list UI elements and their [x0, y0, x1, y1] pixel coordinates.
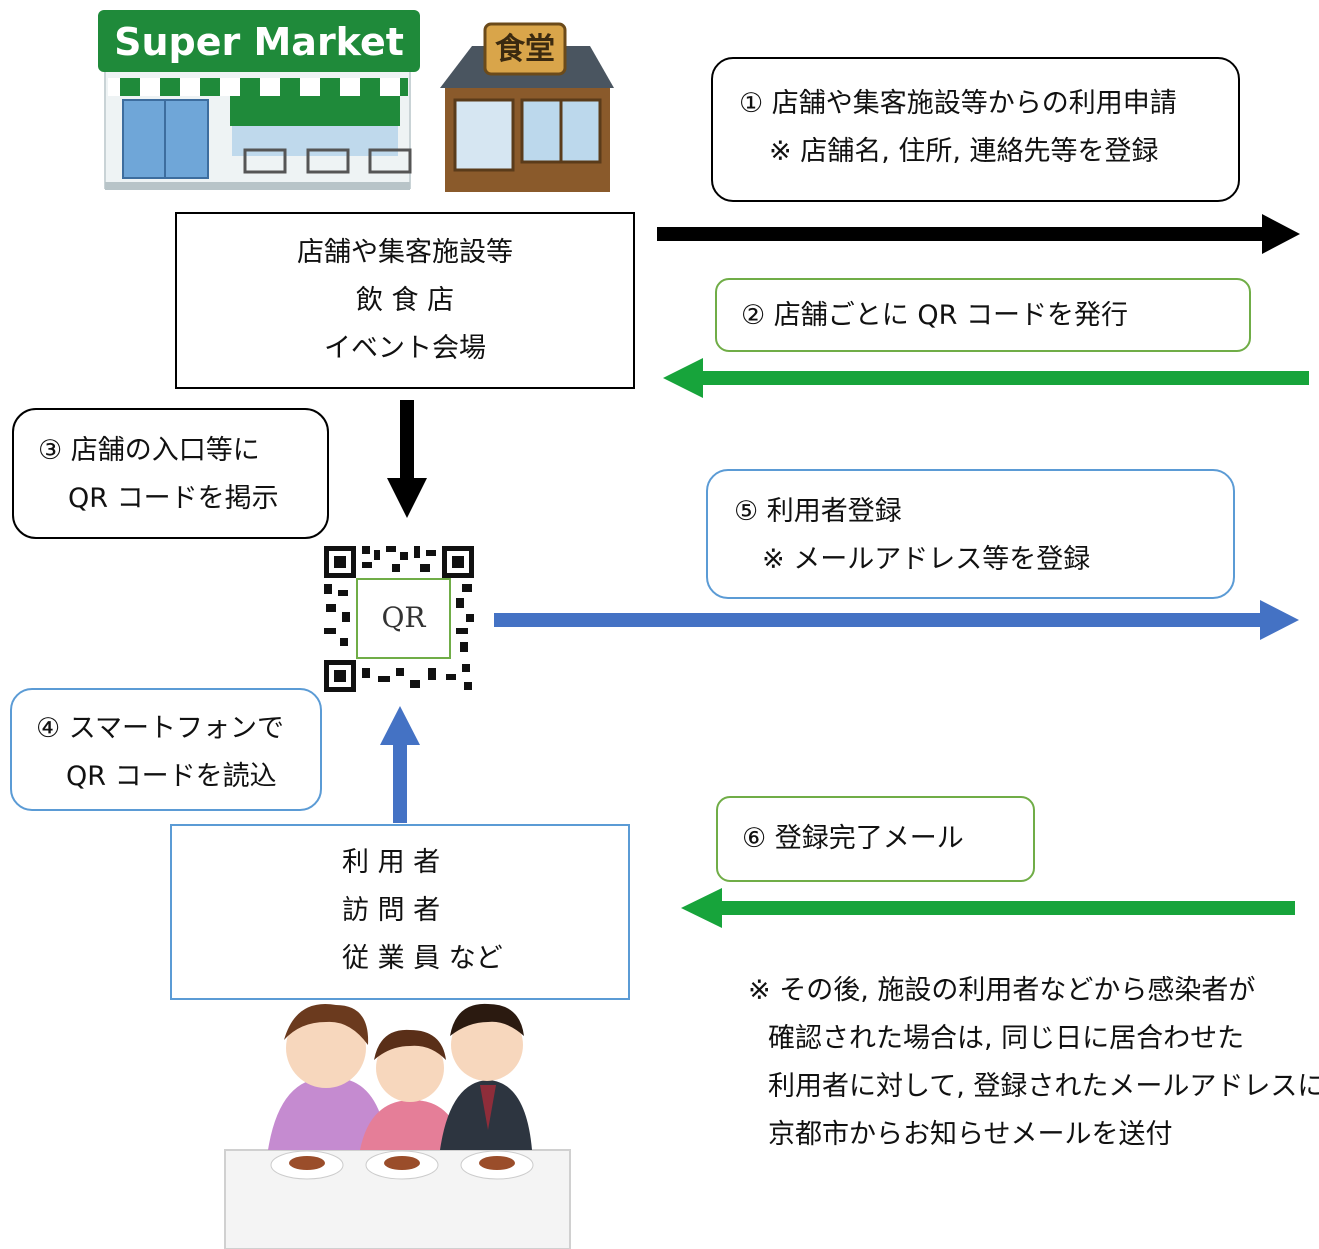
- step6-line-1: ⑥ 登録完了メール: [742, 823, 964, 854]
- step1-line-1: ① 店舗や集客施設等からの利用申請: [739, 88, 1177, 119]
- users-box: 利 用 者 訪 問 者 従 業 員 など: [170, 824, 630, 1000]
- note-line-1: ※ その後, 施設の利用者などから感染者が: [748, 975, 1256, 1006]
- note-line-3: 利用者に対して, 登録されたメールアドレスに: [768, 1071, 1319, 1102]
- shokudo-illustration: [440, 22, 614, 192]
- arrow-step5: [494, 600, 1299, 640]
- step3-line-1: ③ 店舗の入口等に: [38, 435, 260, 466]
- step4-line-2: QR コードを読込: [66, 761, 277, 792]
- arrow-down-to-qr: [387, 400, 427, 518]
- users-line-2: 訪 問 者: [342, 895, 441, 926]
- step1-line-2: ※ 店舗名, 住所, 連絡先等を登録: [769, 136, 1159, 167]
- note-block: ※ その後, 施設の利用者などから感染者が 確認された場合は, 同じ日に居合わせ…: [748, 974, 1319, 1154]
- users-line-1: 利 用 者: [342, 847, 441, 878]
- facility-line-3: イベント会場: [324, 333, 486, 364]
- supermarket-illustration: [98, 10, 420, 190]
- step6-box: ⑥ 登録完了メール: [716, 796, 1035, 882]
- step3-box: ③ 店舗の入口等に QR コードを掲示: [12, 408, 329, 539]
- step1-box: ① 店舗や集客施設等からの利用申請 ※ 店舗名, 住所, 連絡先等を登録: [711, 57, 1240, 202]
- step3-line-2: QR コードを掲示: [68, 483, 279, 514]
- step4-line-1: ④ スマートフォンで: [36, 713, 284, 744]
- facility-line-1: 店舗や集客施設等: [297, 237, 513, 268]
- arrow-step1: [657, 214, 1300, 254]
- diners-illustration: [224, 1003, 571, 1249]
- step5-line-1: ⑤ 利用者登録: [734, 496, 902, 527]
- step5-box: ⑤ 利用者登録 ※ メールアドレス等を登録: [706, 469, 1235, 599]
- shokudo-sign-text: 食堂: [495, 32, 555, 67]
- note-line-2: 確認された場合は, 同じ日に居合わせた: [768, 1023, 1245, 1054]
- users-line-3: 従 業 員 など: [342, 943, 503, 974]
- facility-line-2: 飲 食 店: [355, 285, 455, 316]
- step4-box: ④ スマートフォンで QR コードを読込: [10, 688, 322, 811]
- arrow-step2: [663, 358, 1309, 398]
- step5-line-2: ※ メールアドレス等を登録: [762, 544, 1091, 575]
- step2-line-1: ② 店舗ごとに QR コードを発行: [741, 300, 1128, 331]
- facility-box: 店舗や集客施設等 飲 食 店 イベント会場: [175, 212, 635, 389]
- arrow-step6: [681, 888, 1295, 928]
- note-line-4: 京都市からお知らせメールを送付: [768, 1119, 1173, 1150]
- supermarket-sign-text: Super Market: [114, 20, 404, 64]
- qr-label: QR: [381, 601, 426, 634]
- qr-code-graphic: [322, 544, 476, 694]
- step2-box: ② 店舗ごとに QR コードを発行: [715, 278, 1251, 352]
- arrow-up-to-qr: [380, 706, 420, 823]
